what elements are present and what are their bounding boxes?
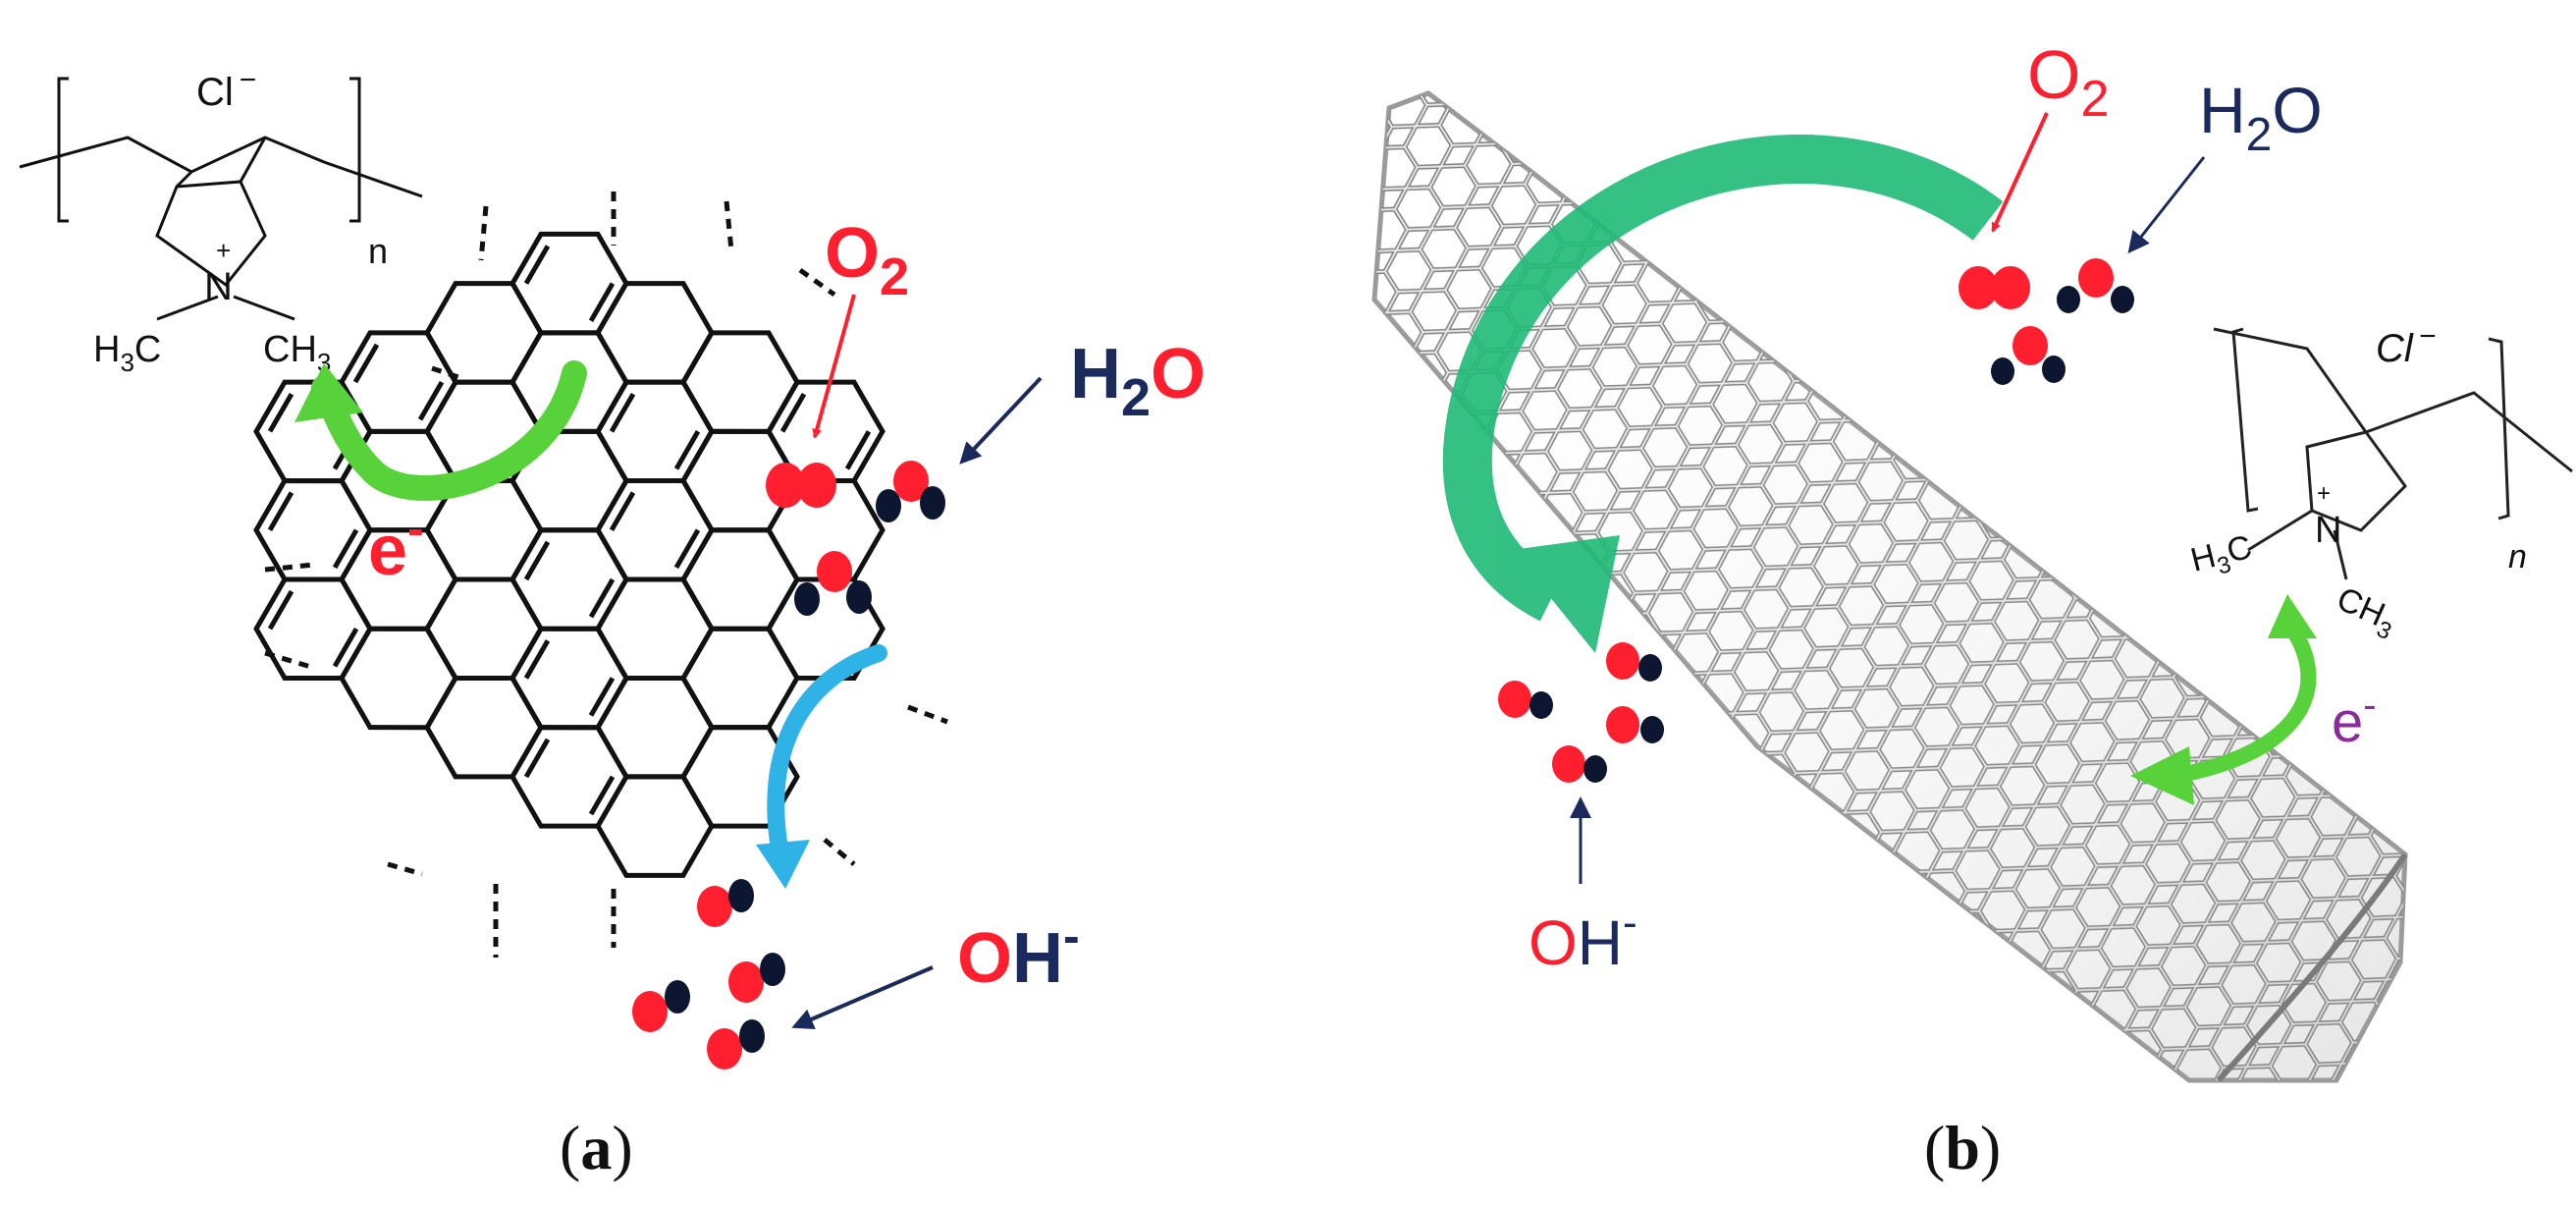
graphene-hexagon <box>498 703 640 851</box>
nitrogen-a: N <box>204 265 233 308</box>
graphene-hexagon <box>499 506 641 654</box>
n-plus-b: + <box>2317 480 2331 507</box>
repeat-n-a: n <box>368 231 388 271</box>
methyl-right-b: CH3 <box>2329 580 2402 646</box>
o2-arrow-b <box>1993 113 2047 231</box>
graphene-hexagon <box>413 259 556 408</box>
o2-molecule-a <box>766 463 836 508</box>
o2-label-b: O2 <box>2027 36 2109 128</box>
hydroxide-molecule-b3 <box>1606 706 1664 743</box>
bracket-left <box>59 79 69 221</box>
hydroxide-molecule-b1 <box>1606 642 1662 682</box>
graphene-hexagon <box>499 209 641 357</box>
panel-b: O2 H2O <box>1374 36 2572 1182</box>
h2o-arrow-b <box>2130 157 2204 250</box>
caption-b: (b) <box>1924 1113 2001 1182</box>
graphene-hexagon <box>670 308 812 457</box>
panel-a: Cl− + N H3C CH3 n <box>20 64 1206 1182</box>
methyl-left-a: H3C <box>93 329 161 377</box>
chloride-label-b: Cl− <box>2376 320 2436 370</box>
nitrogen-b: N <box>2315 510 2341 551</box>
hydroxide-label-a: OH- <box>957 908 1080 998</box>
hydroxide-label-b: OH- <box>1529 899 1637 978</box>
graphene-hexagon <box>413 653 556 801</box>
electron-label-a: e- <box>368 501 424 590</box>
hydroxide-molecule-a2 <box>728 953 785 1003</box>
hydroxide-release-arrow-a <box>756 653 879 889</box>
caption-a: (a) <box>560 1113 633 1182</box>
bracket-right-b <box>2489 339 2508 519</box>
graphene-hexagon <box>584 752 726 901</box>
repeat-n-b: n <box>2508 538 2527 576</box>
graphene-hexagon <box>327 604 469 752</box>
hydroxide-molecule-a4 <box>707 1019 765 1069</box>
hydroxide-molecule-b2 <box>1498 681 1553 719</box>
polymer-backbone <box>20 137 422 196</box>
graphene-hexagon <box>242 555 385 703</box>
graphene-hexagon <box>584 653 726 801</box>
graphene-hexagon <box>498 407 640 555</box>
hydroxide-molecule-a3 <box>632 980 690 1032</box>
h2o-label-a: H2O <box>1070 335 1206 427</box>
h2o-label-b: H2O <box>2199 74 2323 161</box>
graphene-hexagon <box>583 555 725 703</box>
graphene-hexagon <box>670 506 812 654</box>
o2-arrow-a <box>815 295 854 437</box>
graphene-hexagon <box>583 258 725 407</box>
graphene-hexagon <box>584 456 726 604</box>
graphene-hexagon <box>584 357 726 506</box>
graphene-hexagon <box>242 357 385 506</box>
graphene-hexagon <box>412 555 555 703</box>
hydroxide-arrow-a <box>795 967 933 1026</box>
graphene-hexagon <box>499 604 641 752</box>
n-plus-a: + <box>216 236 231 265</box>
hydroxide-molecule-b4 <box>1552 745 1607 783</box>
h2o-arrow-a <box>962 378 1041 462</box>
o2-molecule-b <box>1959 266 2030 309</box>
h2o-molecule-a1 <box>876 461 945 522</box>
bracket-left-b <box>2233 329 2258 511</box>
bracket-right <box>349 79 359 221</box>
h2o-molecule-b1 <box>2057 258 2134 313</box>
h2o-molecule-a2 <box>794 551 872 616</box>
o2-label-a: O2 <box>825 214 909 306</box>
hydroxide-molecule-a1 <box>697 879 754 927</box>
electron-label-b: e- <box>2332 684 2377 754</box>
chloride-label-a: Cl− <box>196 64 256 114</box>
methyl-left-b: H3C <box>2187 528 2258 586</box>
h2o-molecule-b2 <box>1991 326 2066 385</box>
